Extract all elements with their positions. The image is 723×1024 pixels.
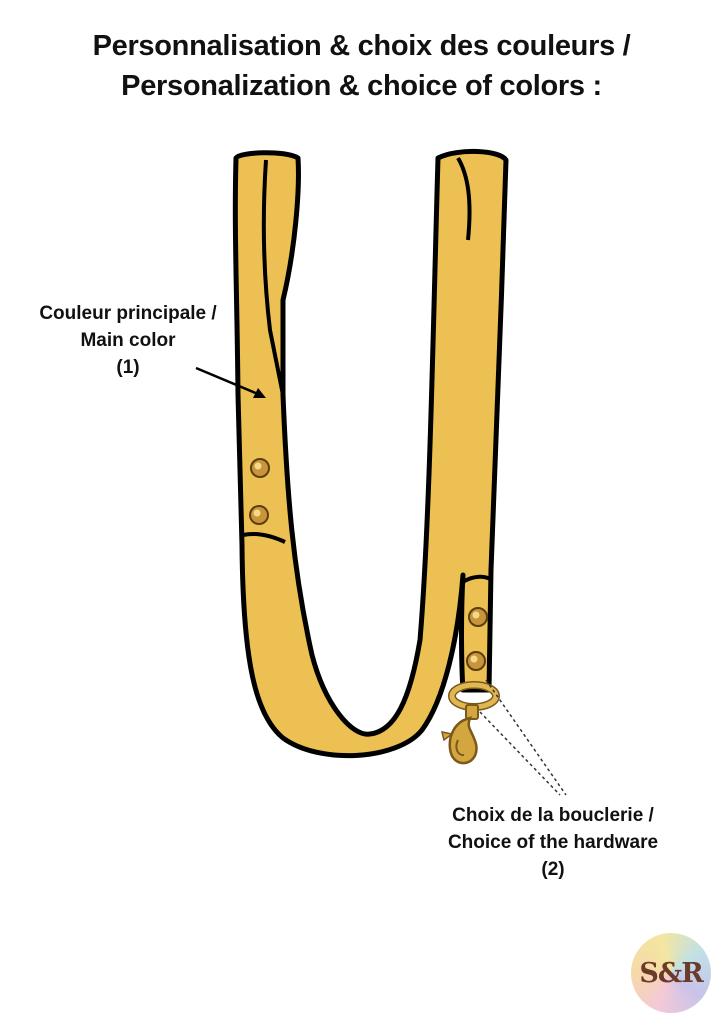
hardware-label-en: Choice of the hardware <box>447 832 659 853</box>
page-title: Personnalisation & choix des couleurs / … <box>0 26 723 106</box>
rivet-icon <box>468 607 488 627</box>
snap-hook-icon <box>440 681 500 765</box>
handle-loop-edge <box>261 159 285 396</box>
main-color-arrow <box>195 366 266 398</box>
main-color-label-number: (1) <box>116 357 140 378</box>
handle-seam <box>242 531 286 544</box>
brand-logo: S&R <box>631 933 711 1013</box>
hardware-label-fr: Choix de la bouclerie / <box>452 805 654 826</box>
leash-strap <box>232 148 509 759</box>
main-color-label-en: Main color <box>80 330 176 351</box>
brand-logo-text: S&R <box>639 957 703 989</box>
main-color-label-fr: Couleur principale / <box>39 303 217 324</box>
rivet-icon <box>250 458 270 478</box>
hardware-label: Choix de la bouclerie / Choice of the ha… <box>428 802 678 883</box>
handle-loop-edge-right <box>456 156 472 241</box>
title-line-english: Personalization & choice of colors : <box>121 70 602 102</box>
hardware-label-number: (2) <box>541 859 565 880</box>
snap-end-seam <box>461 574 494 584</box>
title-line-french: Personnalisation & choix des couleurs / <box>92 30 631 62</box>
main-color-label: Couleur principale / Main color (1) <box>28 300 228 381</box>
rivet-icon <box>249 505 269 525</box>
hardware-leader-lines <box>479 679 567 796</box>
rivet-icon <box>466 651 486 671</box>
